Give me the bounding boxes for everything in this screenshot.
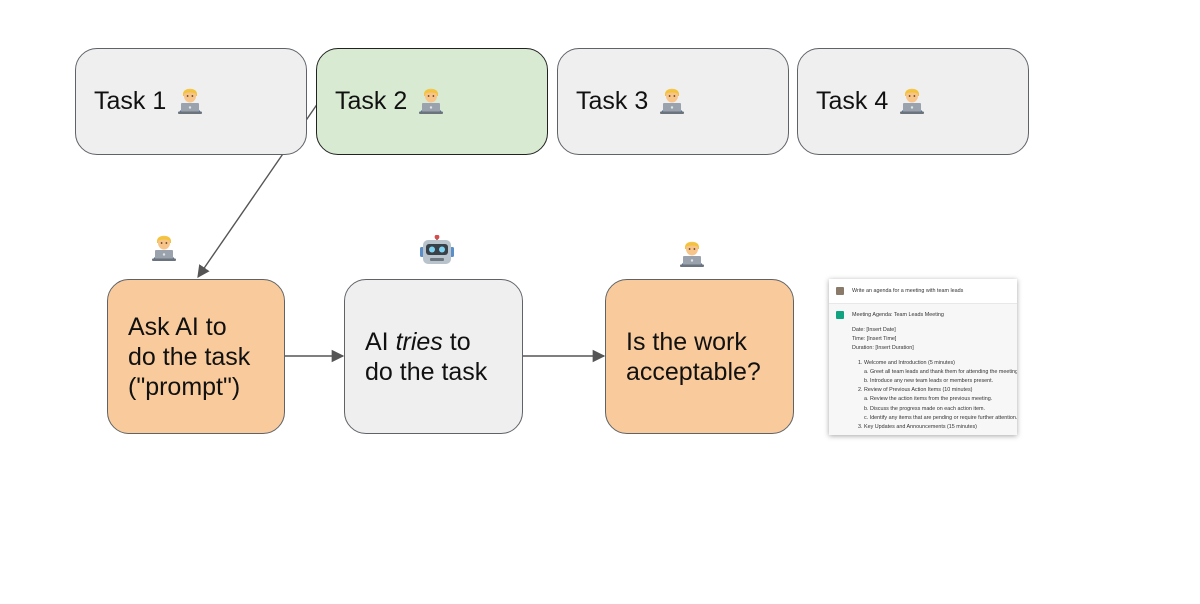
task-label: Task 2 xyxy=(335,87,408,115)
chat-agenda-item: 3. Key Updates and Announcements (15 min… xyxy=(858,423,977,430)
technologist-icon xyxy=(176,84,204,119)
ai-tries-step: AI tries to do the task xyxy=(344,279,523,434)
chat-agenda-item: 2. Review of Previous Action Items (10 m… xyxy=(858,387,973,394)
check-work-step: Is the work acceptable? xyxy=(605,279,794,434)
chat-response-title: Meeting Agenda: Team Leads Meeting xyxy=(852,312,944,318)
chat-agenda-item: b. Introduce any new team leads or membe… xyxy=(864,377,994,384)
chat-prompt: Write an agenda for a meeting with team … xyxy=(852,288,964,294)
chat-user-message: Write an agenda for a meeting with team … xyxy=(829,279,1017,304)
chat-duration-line: Duration: [Insert Duration] xyxy=(852,345,914,352)
ask-ai-step: Ask AI to do the task ("prompt") xyxy=(107,279,285,434)
bot-avatar xyxy=(836,311,844,319)
ai-tries-text: AI tries to do the task xyxy=(365,327,488,386)
chat-screenshot: Write an agenda for a meeting with team … xyxy=(829,279,1017,435)
technologist-icon xyxy=(658,84,686,119)
task-label: Task 1 xyxy=(94,87,167,115)
chat-date-line: Date: [Insert Date] xyxy=(852,327,896,333)
technologist-icon xyxy=(417,84,445,119)
chat-agenda-item: 1. Welcome and Introduction (5 minutes) xyxy=(858,359,955,366)
check-work-text: Is the work acceptable? xyxy=(626,327,761,386)
ask-ai-text: Ask AI to do the task ("prompt") xyxy=(128,312,251,401)
chat-agenda-item: a. Review the action items from the prev… xyxy=(864,396,993,403)
task-label: Task 3 xyxy=(576,87,649,115)
chat-agenda-item: a. Greet all team leads and thank them f… xyxy=(864,368,1017,375)
technologist-icon xyxy=(898,84,926,119)
task-4-box: Task 4 xyxy=(797,48,1029,155)
task-label: Task 4 xyxy=(816,87,889,115)
chat-agenda-item: c. Identify any items that are pending o… xyxy=(864,414,1017,421)
technologist-icon xyxy=(678,237,706,272)
robot-icon xyxy=(420,234,454,272)
task-2-box: Task 2 xyxy=(316,48,548,155)
user-avatar xyxy=(836,287,844,295)
chat-bot-message: Meeting Agenda: Team Leads Meeting Date:… xyxy=(829,304,1017,435)
task-1-box: Task 1 xyxy=(75,48,307,155)
task-3-box: Task 3 xyxy=(557,48,789,155)
chat-agenda-item: b. Discuss the progress made on each act… xyxy=(864,405,986,412)
chat-time-line: Time: [Insert Time] xyxy=(852,336,897,343)
technologist-icon xyxy=(150,231,178,266)
